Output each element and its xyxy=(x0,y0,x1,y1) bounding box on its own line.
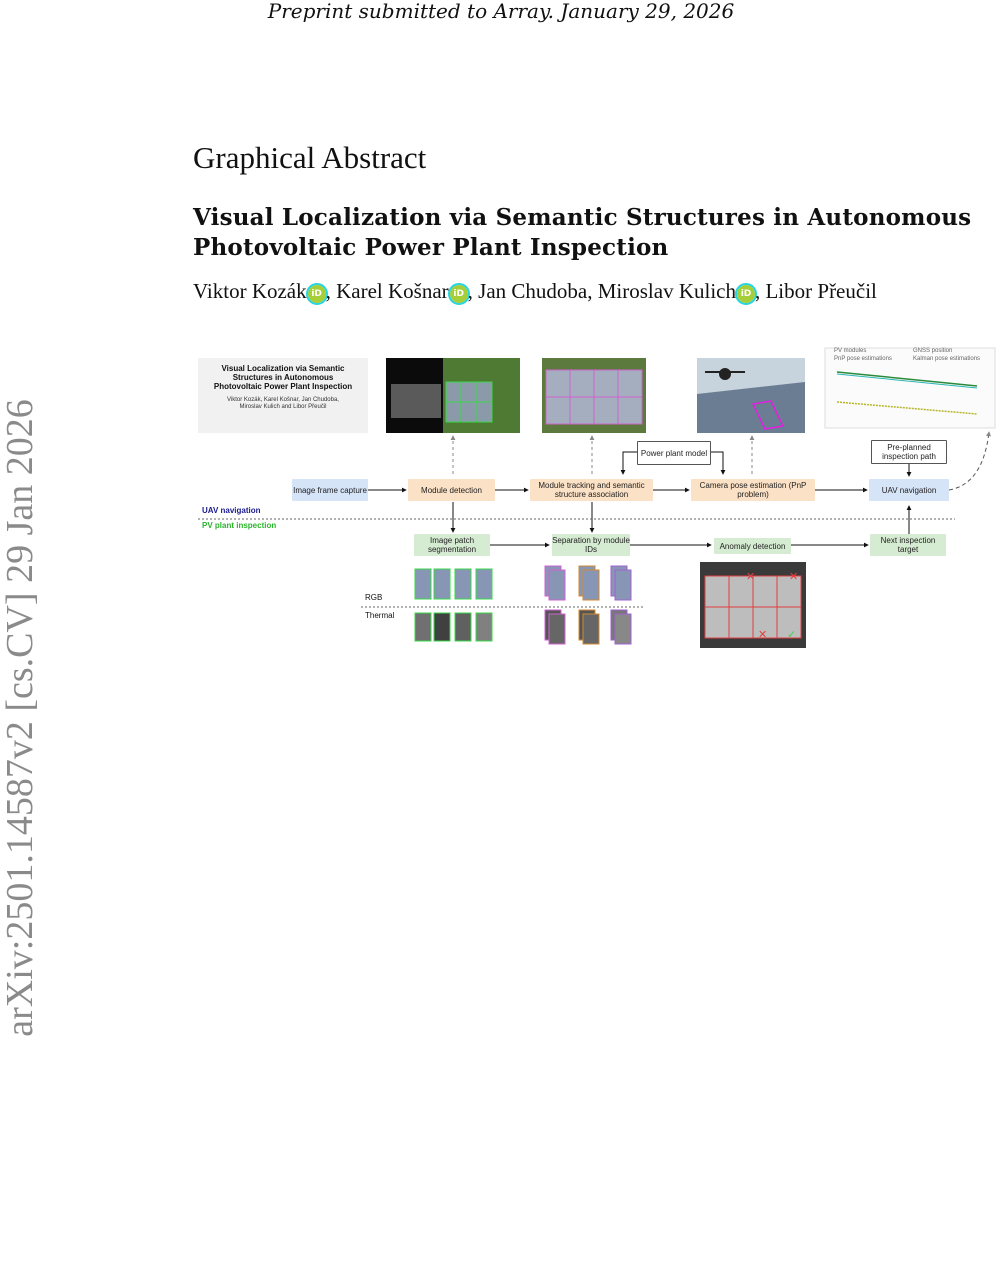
box-anomaly-detection: Anomaly detection xyxy=(714,538,791,554)
thumbnail-authors: Viktor Kozák, Karel Košnar, Jan Chudoba,… xyxy=(227,397,339,410)
detection-photo xyxy=(386,358,520,433)
graphical-abstract-figure: Visual Localization via Semantic Structu… xyxy=(193,344,1002,654)
box-next-target: Next inspection target xyxy=(870,534,946,556)
author-name: Jan Chudoba xyxy=(478,279,588,303)
lane-pv-inspection: PV plant inspection xyxy=(202,521,277,530)
row-label-rgb: RGB xyxy=(365,593,383,602)
box-camera-pose: Camera pose estimation (PnP problem) xyxy=(691,479,815,501)
separated-thermal-stacks xyxy=(544,609,632,645)
separated-rgb-stacks xyxy=(544,565,632,601)
anomaly-image: ✕ ✕ ✕ ✓ xyxy=(700,562,806,648)
svg-text:✕: ✕ xyxy=(746,570,755,583)
rgb-patches xyxy=(414,568,493,600)
svg-text:✓: ✓ xyxy=(787,628,796,641)
legend-gnss: GNSS position xyxy=(913,348,953,354)
tracking-photo xyxy=(542,358,646,433)
box-power-plant-model: Power plant model xyxy=(637,441,711,465)
legend-kalman: Kalman pose estimations xyxy=(913,356,981,362)
paper-thumbnail: Visual Localization via Semantic Structu… xyxy=(198,358,368,433)
section-title: Graphical Abstract xyxy=(193,140,427,175)
box-uav-navigation: UAV navigation xyxy=(869,479,949,501)
box-inspection-path: Pre-planned inspection path xyxy=(871,440,947,464)
svg-text:✕: ✕ xyxy=(789,570,798,583)
orcid-icon[interactable]: iD xyxy=(734,283,757,305)
thumbnail-title: Visual Localization via Semantic Structu… xyxy=(213,364,353,391)
author-name: Libor Přeučil xyxy=(765,279,877,303)
trajectory-plot xyxy=(824,347,996,429)
orcid-icon[interactable]: iD xyxy=(447,283,470,305)
thermal-patches xyxy=(414,612,493,642)
author-name: Miroslav Kulich xyxy=(597,279,736,303)
box-module-tracking: Module tracking and semantic structure a… xyxy=(530,479,653,501)
box-separation-ids: Separation by module IDs xyxy=(552,534,630,556)
author-name: Karel Košnar xyxy=(336,279,449,303)
legend-pv-modules: PV modules xyxy=(834,348,867,354)
paper-title: Visual Localization via Semantic Structu… xyxy=(193,204,972,261)
pipeline-diagram: ✕ ✕ ✕ ✓ xyxy=(198,347,996,648)
row-label-thermal: Thermal xyxy=(365,611,395,620)
arxiv-identifier: arXiv:2501.14587v2 [cs.CV] 29 Jan 2026 xyxy=(0,399,41,1037)
running-header: Preprint submitted to Array. January 29,… xyxy=(267,0,735,23)
legend-pnp: PnP pose estimations xyxy=(834,356,892,362)
lane-uav-navigation: UAV navigation xyxy=(202,506,261,515)
orcid-icon[interactable]: iD xyxy=(305,283,328,305)
box-module-detection: Module detection xyxy=(408,479,495,501)
box-patch-segmentation: Image patch segmentation xyxy=(414,534,490,556)
svg-text:✕: ✕ xyxy=(758,628,767,641)
box-image-capture: Image frame capture xyxy=(292,479,368,501)
pose-photo xyxy=(697,358,805,433)
author-name: Viktor Kozák xyxy=(193,279,307,303)
